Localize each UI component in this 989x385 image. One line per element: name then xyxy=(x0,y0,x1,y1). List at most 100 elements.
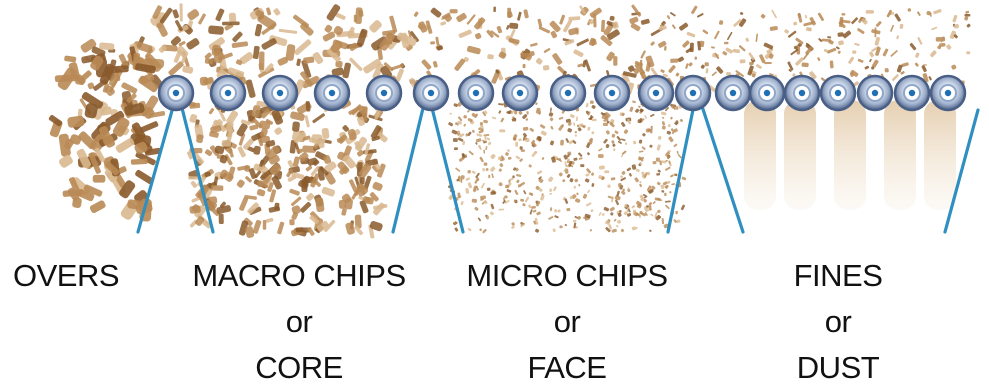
divider-line xyxy=(700,100,743,232)
wood-chip xyxy=(482,229,487,234)
wood-chip xyxy=(289,188,300,196)
wood-chip xyxy=(430,7,442,18)
wood-chip xyxy=(649,229,652,232)
wood-chip xyxy=(222,140,232,147)
wood-chip xyxy=(564,224,567,227)
wood-chip xyxy=(540,124,546,129)
wood-chip xyxy=(604,170,609,173)
wood-chip xyxy=(591,172,595,176)
wood-chip xyxy=(756,64,763,69)
wood-chip xyxy=(609,16,615,22)
wood-chip xyxy=(691,5,698,14)
wood-chip xyxy=(511,225,515,229)
wood-chip xyxy=(549,188,552,192)
wood-chip xyxy=(471,170,476,174)
wood-chip xyxy=(483,134,489,137)
wood-chip xyxy=(519,182,525,187)
wood-chip xyxy=(624,204,627,208)
wood-chip xyxy=(662,121,666,126)
wood-chip xyxy=(520,146,523,150)
wood-chip xyxy=(609,206,615,211)
wood-chip xyxy=(613,56,617,66)
wood-chip xyxy=(633,141,636,145)
wood-chip xyxy=(875,27,877,37)
wood-chip xyxy=(564,198,568,204)
wood-chip xyxy=(335,61,342,68)
wood-chip xyxy=(526,111,528,114)
wood-chip xyxy=(453,138,458,142)
wood-chip xyxy=(487,188,491,191)
wood-chip xyxy=(854,43,860,47)
wood-chip xyxy=(543,65,550,71)
wood-chip xyxy=(180,3,183,21)
wood-chip xyxy=(483,120,488,124)
wood-chip xyxy=(875,21,881,28)
wood-chip xyxy=(476,133,482,137)
wood-chip xyxy=(467,110,470,113)
wood-chip xyxy=(759,54,766,64)
wood-chip xyxy=(554,209,557,213)
wood-chip xyxy=(614,130,619,134)
divider-line xyxy=(393,100,425,232)
wood-chip xyxy=(763,42,773,50)
wood-chip xyxy=(667,124,671,128)
screen-disc-icon xyxy=(785,76,819,110)
wood-chip xyxy=(900,24,904,29)
wood-chip xyxy=(602,213,605,216)
wood-chip xyxy=(702,29,708,34)
wood-chip xyxy=(512,175,515,178)
wood-chip xyxy=(586,202,592,207)
wood-chip xyxy=(483,150,485,154)
wood-chip xyxy=(668,136,674,143)
wood-chip xyxy=(236,179,246,189)
dust-stream xyxy=(834,100,866,210)
wood-chip xyxy=(675,72,680,77)
wood-chip xyxy=(722,51,728,56)
wood-chip xyxy=(573,122,575,126)
wood-chip xyxy=(468,150,474,155)
wood-chip xyxy=(576,38,589,46)
wood-chip xyxy=(67,115,85,128)
wood-chip xyxy=(593,14,597,28)
wood-chip xyxy=(671,183,675,185)
wood-chip xyxy=(215,8,225,22)
wood-chip xyxy=(514,190,518,196)
wood-chip xyxy=(620,228,624,232)
wood-chip xyxy=(345,222,356,236)
wood-chip xyxy=(550,140,555,145)
wood-chip xyxy=(523,64,526,68)
wood-chip xyxy=(621,138,626,141)
wood-chip xyxy=(229,13,237,23)
wood-chip xyxy=(679,22,689,31)
wood-chip xyxy=(548,216,554,220)
wood-chip xyxy=(232,41,249,48)
wood-chip xyxy=(208,25,224,35)
wood-chip xyxy=(321,186,336,197)
wood-chip xyxy=(536,221,539,225)
wood-chip xyxy=(837,50,841,54)
wood-chip xyxy=(476,138,482,143)
wood-chip xyxy=(864,65,869,69)
wood-chip xyxy=(198,13,207,25)
screen-disc-row xyxy=(159,76,965,110)
wood-chip xyxy=(677,56,684,62)
wood-chip xyxy=(662,218,665,224)
wood-chip xyxy=(465,177,470,181)
screen-disc-icon xyxy=(315,76,349,110)
wood-chip xyxy=(252,219,262,234)
wood-chip xyxy=(256,189,265,197)
wood-chip xyxy=(254,24,262,37)
wood-chip xyxy=(665,200,671,202)
wood-chip xyxy=(461,178,463,182)
wood-chip xyxy=(489,211,494,216)
wood-chip xyxy=(896,35,899,39)
wood-chip xyxy=(511,222,515,226)
screen-disc-icon xyxy=(858,76,892,110)
wood-chip xyxy=(253,46,260,60)
screen-disc-icon xyxy=(503,76,537,110)
wood-chip xyxy=(530,43,538,47)
wood-chip xyxy=(869,51,875,57)
wood-chip xyxy=(533,209,537,212)
wood-chip xyxy=(740,59,746,63)
wood-chip xyxy=(921,65,927,73)
